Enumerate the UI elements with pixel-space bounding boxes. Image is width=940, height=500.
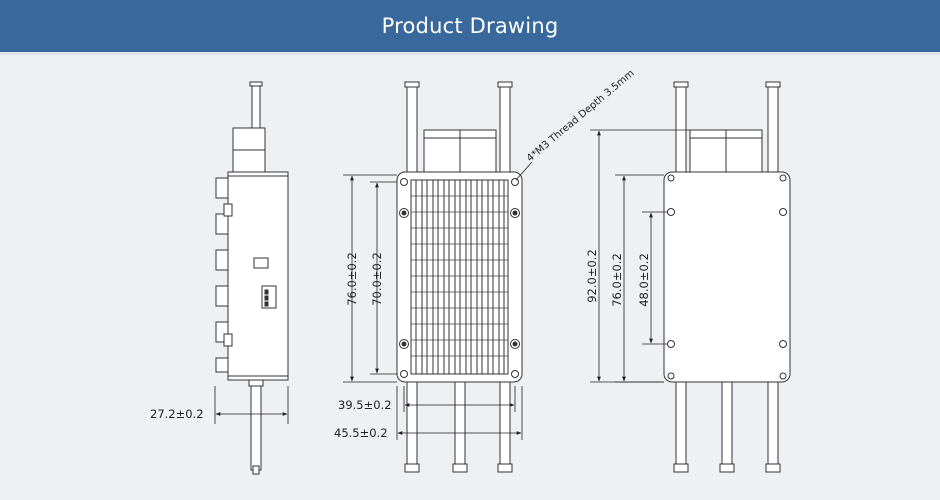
top-width-outer-label: 45.5±0.2 <box>334 426 388 440</box>
top-height-inner-label: 70.0±0.2 <box>370 252 384 306</box>
top-dimensions <box>343 161 533 440</box>
side-width-label: 27.2±0.2 <box>150 407 204 421</box>
bottom-view <box>663 81 791 473</box>
side-view <box>215 81 289 475</box>
side-dimension <box>214 386 289 424</box>
bottom-dimensions <box>590 129 690 383</box>
thread-note: 4*M3 Thread Depth 3.5mm <box>525 68 637 164</box>
top-width-inner-label: 39.5±0.2 <box>338 398 392 412</box>
bottom-inner-label: 48.0±0.2 <box>637 253 651 307</box>
bottom-total-label: 92.0±0.2 <box>585 249 599 303</box>
header-bar: Product Drawing <box>0 0 940 52</box>
bottom-mid-label: 76.0±0.2 <box>610 253 624 307</box>
page-title: Product Drawing <box>381 14 559 38</box>
top-height-outer-label: 76.0±0.2 <box>345 252 359 306</box>
top-view <box>396 81 523 473</box>
header-divider <box>0 52 940 55</box>
